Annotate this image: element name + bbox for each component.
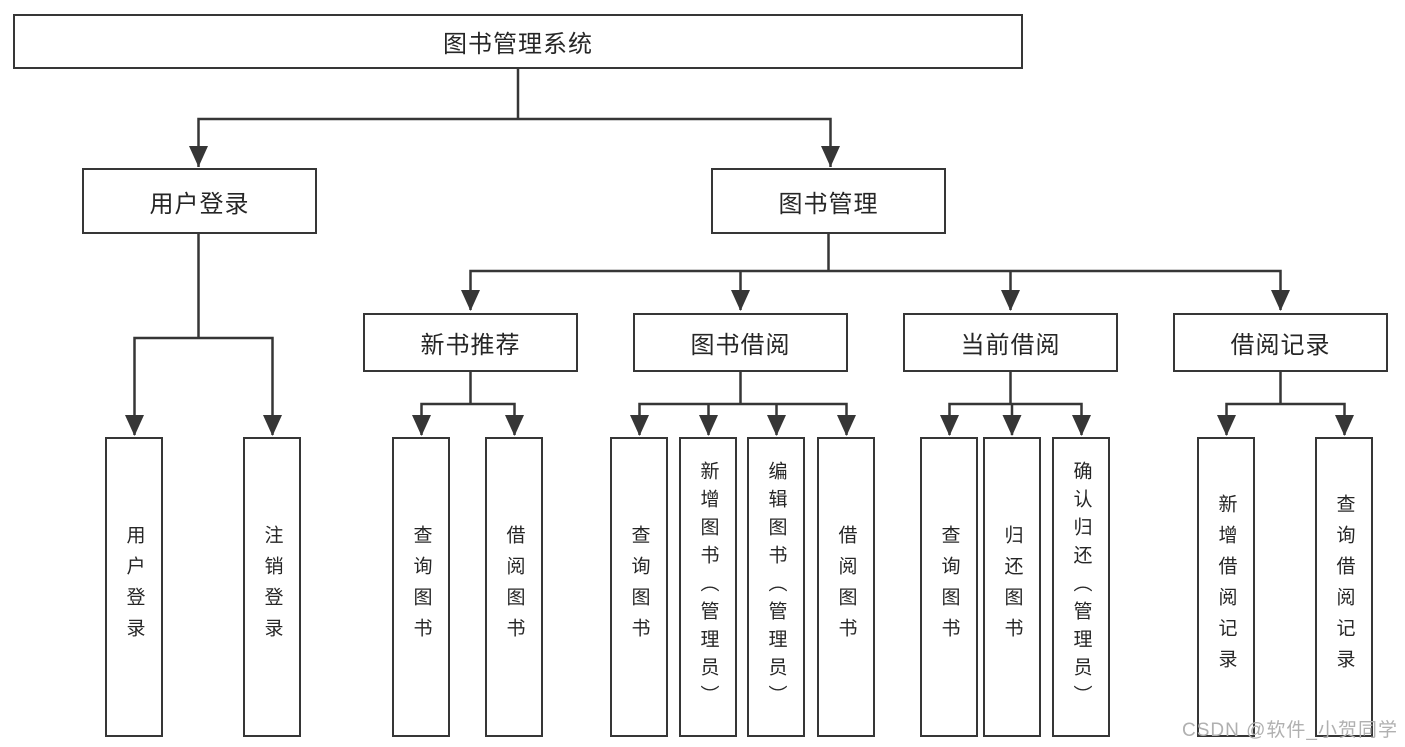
leaf-label: 查询图书: [938, 525, 960, 649]
leaf-label: 查询图书: [628, 525, 650, 649]
node-current-borrow: 当前借阅: [903, 313, 1118, 372]
leaf-add-borrow-record: 新增借阅记录: [1197, 437, 1255, 737]
node-root-library-management-system: 图书管理系统: [13, 14, 1023, 69]
leaf-query-borrow-record: 查询借阅记录: [1315, 437, 1373, 737]
node-borrow-records: 借阅记录: [1173, 313, 1388, 372]
node-new-book-recommend: 新书推荐: [363, 313, 578, 372]
node-label: 图书管理系统: [443, 31, 593, 58]
node-book-borrow: 图书借阅: [633, 313, 848, 372]
node-label: 用户登录: [149, 190, 250, 218]
leaf-label: 借阅图书: [503, 525, 525, 649]
csdn-watermark: CSDN @软件_小贺同学: [1182, 720, 1398, 741]
leaf-label: 用户登录: [123, 525, 145, 649]
leaf-user-login: 用户登录: [105, 437, 163, 737]
node-user-login: 用户登录: [82, 168, 317, 234]
node-label: 图书管理: [778, 190, 879, 218]
leaf-label: 新增借阅记录: [1215, 494, 1237, 680]
leaf-query-books-current: 查询图书: [920, 437, 978, 737]
leaf-label: 借阅图书: [835, 525, 857, 649]
leaf-return-books: 归还图书: [983, 437, 1041, 737]
leaf-add-books-admin: 新增图书（管理员）: [679, 437, 737, 737]
leaf-label: 归还图书: [1001, 525, 1023, 649]
node-label: 当前借阅: [960, 332, 1061, 359]
leaf-borrow-books-recommend: 借阅图书: [485, 437, 543, 737]
leaf-label: 确认归还（管理员）: [1070, 461, 1092, 713]
leaf-label: 注销登录: [261, 525, 283, 649]
leaf-confirm-return-admin: 确认归还（管理员）: [1052, 437, 1110, 737]
leaf-label: 编辑图书（管理员）: [765, 461, 787, 713]
node-label: 新书推荐: [420, 332, 521, 359]
node-label: 借阅记录: [1230, 332, 1331, 359]
leaf-edit-books-admin: 编辑图书（管理员）: [747, 437, 805, 737]
leaf-borrow-books: 借阅图书: [817, 437, 875, 737]
node-book-management: 图书管理: [711, 168, 946, 234]
leaf-label: 新增图书（管理员）: [697, 461, 719, 713]
leaf-query-books-borrow: 查询图书: [610, 437, 668, 737]
leaf-label: 查询图书: [410, 525, 432, 649]
leaf-query-books-recommend: 查询图书: [392, 437, 450, 737]
leaf-label: 查询借阅记录: [1333, 494, 1355, 680]
leaf-logout: 注销登录: [243, 437, 301, 737]
node-label: 图书借阅: [690, 332, 791, 359]
